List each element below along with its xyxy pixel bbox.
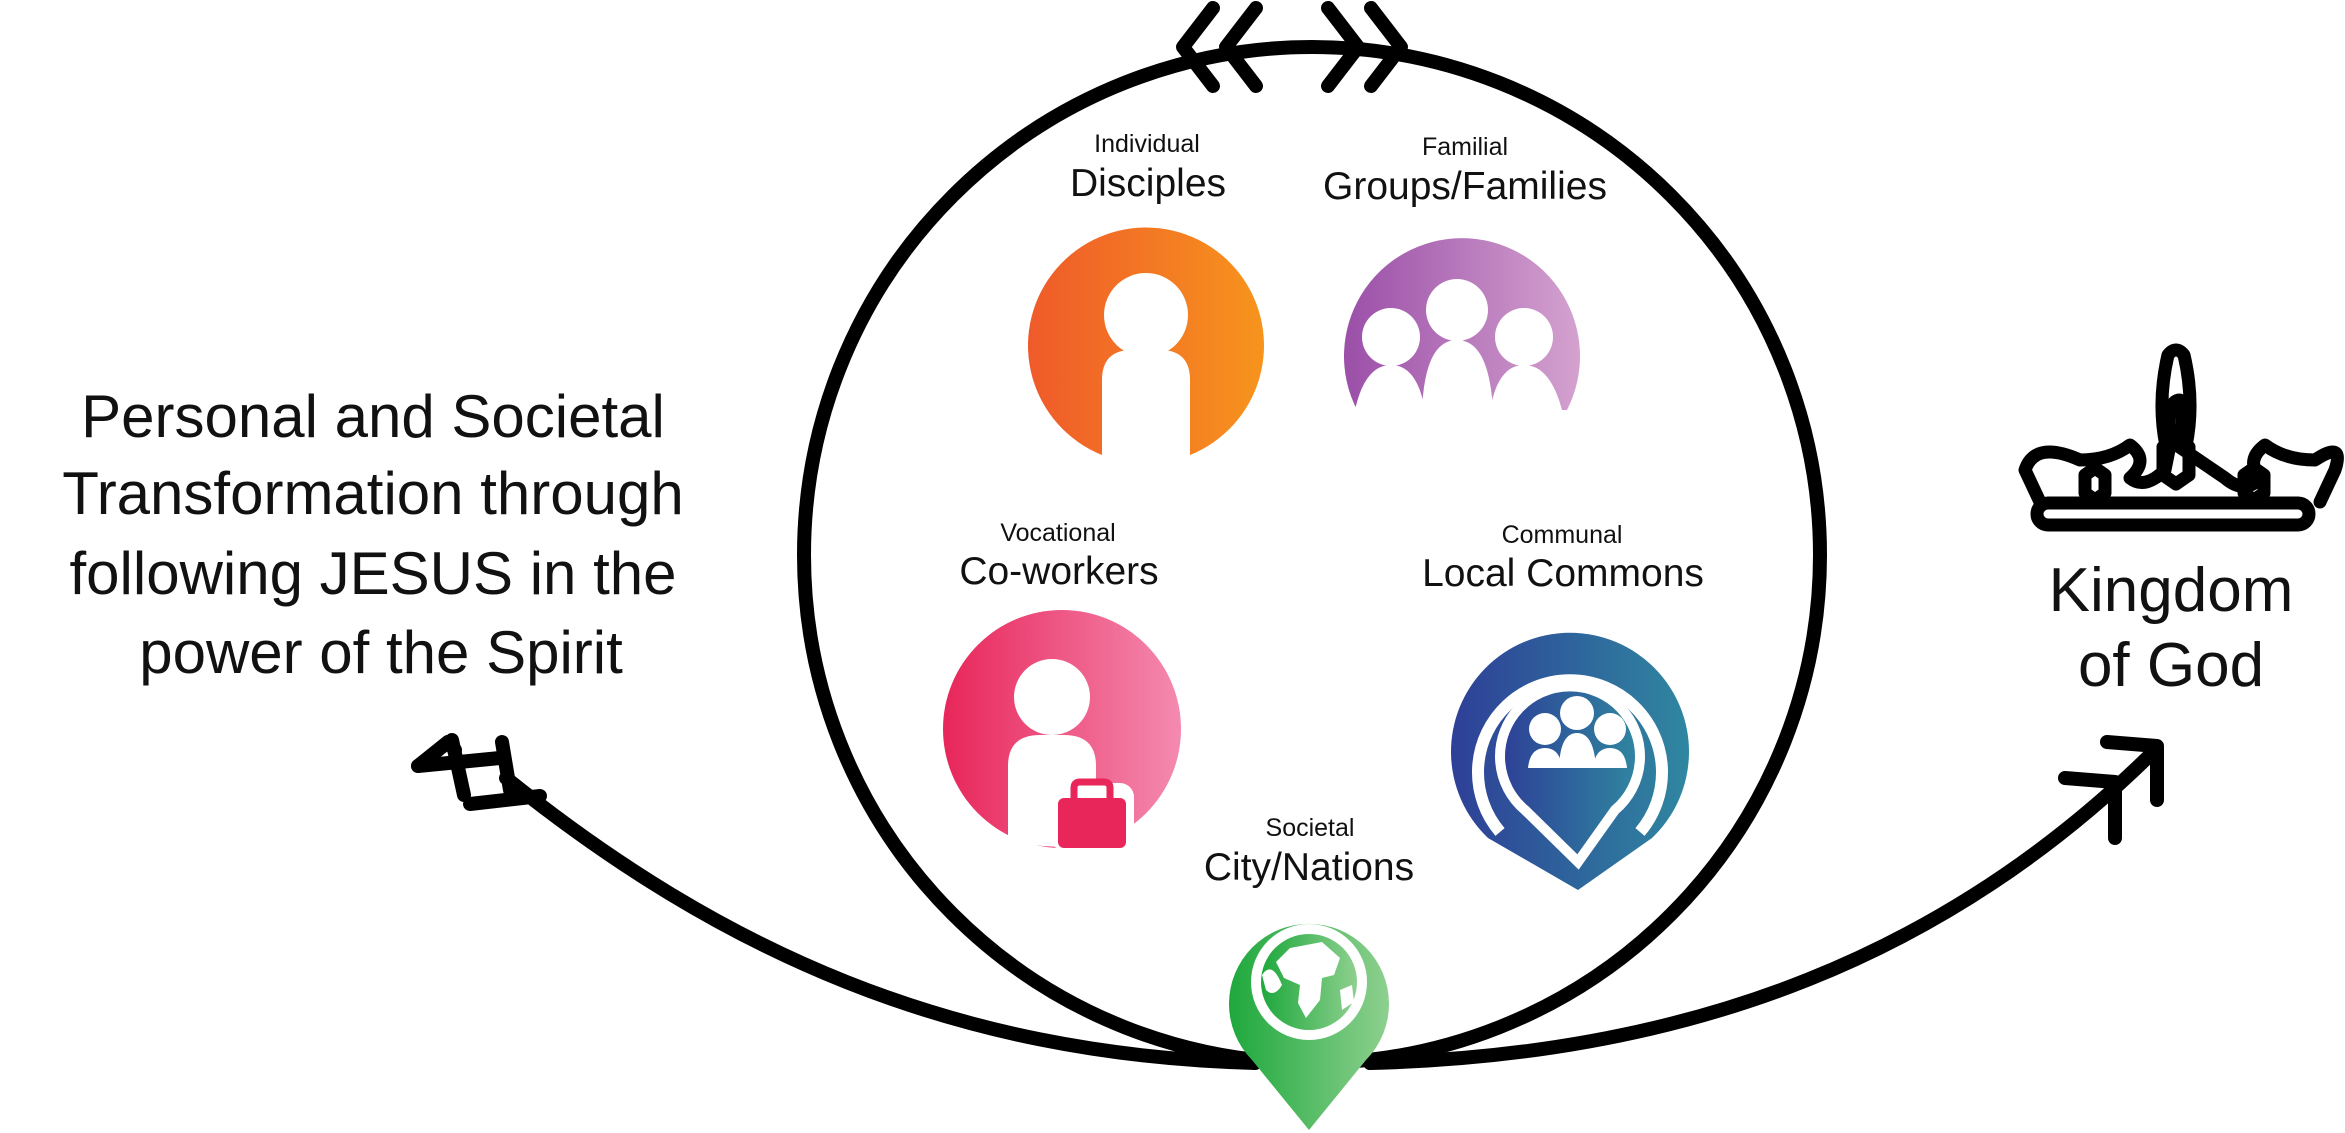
commons-label: Local Commons bbox=[1422, 552, 1704, 595]
destination-line-2: of God bbox=[2078, 631, 2264, 700]
destination-block: Kingdom of God bbox=[2049, 556, 2294, 700]
community-pin-icon bbox=[1451, 632, 1689, 890]
city-category: Societal bbox=[1266, 814, 1355, 842]
families-category: Familial bbox=[1422, 133, 1508, 161]
worker-briefcase-icon bbox=[943, 610, 1181, 849]
family-icon bbox=[1344, 238, 1580, 410]
node-coworkers: Vocational Co-workers bbox=[943, 519, 1181, 849]
arrow-icon bbox=[2058, 735, 2164, 845]
commons-category: Communal bbox=[1502, 521, 1623, 549]
node-city: Societal City/Nations bbox=[1204, 814, 1414, 1130]
right-flow-curve bbox=[1363, 750, 2155, 1070]
subtitle-line-1: Personal and Societal bbox=[81, 383, 665, 450]
node-disciples: Individual Disciples bbox=[1028, 130, 1264, 455]
person-icon bbox=[1028, 227, 1264, 455]
coworkers-label: Co-workers bbox=[959, 550, 1158, 593]
subtitle-line-2: Transformation through bbox=[62, 460, 683, 527]
subtitle-line-3: following JESUS in the bbox=[70, 540, 677, 607]
city-label: City/Nations bbox=[1204, 846, 1414, 889]
node-commons: Communal Local Commons bbox=[1422, 521, 1704, 890]
disciples-category: Individual bbox=[1094, 130, 1200, 158]
families-label: Groups/Families bbox=[1323, 165, 1607, 208]
coworkers-category: Vocational bbox=[1000, 519, 1115, 547]
globe-pin-icon bbox=[1229, 923, 1390, 1130]
destination-line-1: Kingdom bbox=[2049, 556, 2294, 625]
double-chevron-icon bbox=[1176, 1, 1408, 93]
crown-icon bbox=[2018, 343, 2344, 532]
subtitle-line-4: power of the Spirit bbox=[139, 619, 623, 686]
node-families: Familial Groups/Families bbox=[1323, 133, 1607, 410]
disciples-label: Disciples bbox=[1070, 162, 1226, 205]
subtitle-block: Personal and Societal Transformation thr… bbox=[62, 383, 683, 686]
left-flow-curve bbox=[499, 771, 1262, 1070]
fletching-icon bbox=[411, 733, 547, 811]
